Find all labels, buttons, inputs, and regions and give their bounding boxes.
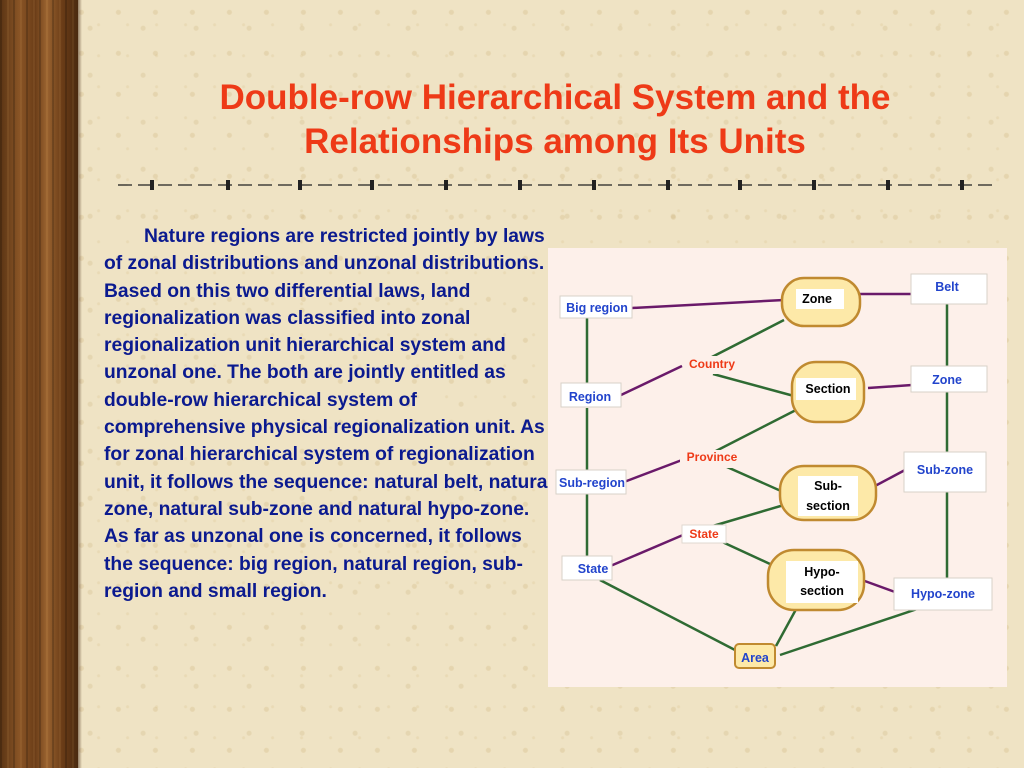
box-hypo-zone: Hypo-zone (893, 577, 993, 611)
label-province: Province (687, 450, 738, 464)
title-line-1: Double-row Hierarchical System and the (219, 78, 891, 117)
box-hypo-zone-label: Hypo-zone (911, 587, 975, 601)
label-state-middle: State (689, 527, 719, 541)
middle-labels: Country Province State Area (680, 356, 776, 669)
node-hypo-section-label-2: section (800, 584, 844, 598)
node-section-label: Section (805, 382, 850, 396)
box-sub-zone: Sub-zone (903, 451, 987, 493)
node-hypo-section-label-1: Hypo- (804, 565, 839, 579)
box-zone-right: Zone (910, 365, 988, 393)
connector-lines (585, 292, 949, 657)
title-line-2: Relationships among Its Units (304, 122, 806, 161)
node-zone-label: Zone (802, 292, 832, 306)
box-state-left: State (561, 555, 613, 581)
middle-nodes (766, 276, 878, 612)
left-column-boxes: Big region Region Sub-region State (555, 295, 633, 581)
box-belt: Belt (910, 273, 988, 305)
middle-node-labels: Zone Section Sub- section Hypo- section (800, 292, 850, 598)
box-region: Region (560, 382, 622, 408)
box-sub-region-label: Sub-region (559, 476, 625, 490)
box-sub-region: Sub-region (555, 469, 627, 495)
box-zone-right-label: Zone (932, 373, 962, 387)
right-column-boxes: Belt Zone Sub-zone Hypo-zone (893, 273, 993, 611)
decorative-divider (118, 180, 993, 190)
wood-border-left (0, 0, 78, 768)
divider-dots (150, 180, 964, 190)
label-country: Country (689, 357, 735, 371)
slide-title: Double-row Hierarchical System and the R… (100, 76, 1010, 164)
body-paragraph: Nature regions are restricted jointly by… (104, 226, 553, 602)
box-state-left-label: State (578, 562, 609, 576)
label-area: Area (741, 651, 770, 665)
node-sub-section-label-1: Sub- (814, 479, 842, 493)
wood-border-shadow (78, 0, 82, 768)
box-big-region-label: Big region (566, 301, 628, 315)
box-sub-zone-label: Sub-zone (917, 463, 973, 477)
box-big-region: Big region (559, 295, 633, 319)
box-region-label: Region (569, 390, 611, 404)
box-belt-label: Belt (935, 280, 959, 294)
node-sub-section-label-2: section (806, 499, 850, 513)
middle-node-label-backs (786, 289, 858, 603)
